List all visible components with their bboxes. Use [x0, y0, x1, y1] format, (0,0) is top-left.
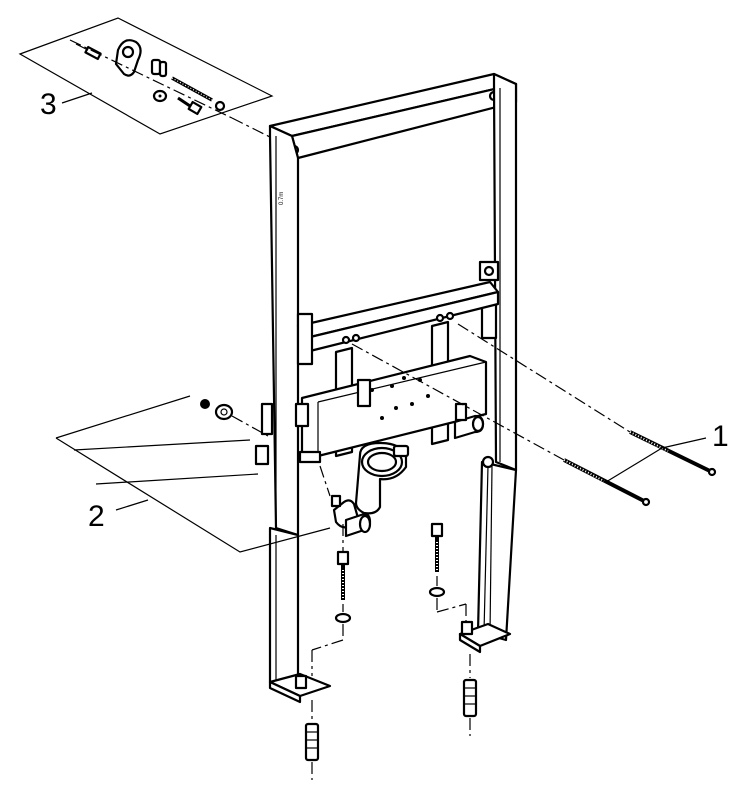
frame-marking: 0.7m — [279, 192, 285, 205]
callout-3-label: 3 — [40, 88, 57, 121]
detail-panel-2: 2 — [55, 395, 331, 553]
bracket-washer — [152, 89, 168, 103]
threaded-rod-lower — [563, 458, 651, 507]
wall-bracket-part — [114, 39, 168, 78]
right-foot-plate — [458, 620, 512, 654]
bracket-nut — [214, 100, 226, 112]
bracket-bolt — [177, 96, 203, 116]
callout-2-label: 2 — [88, 500, 105, 533]
water-connector-right — [453, 402, 485, 440]
angle-valve — [330, 494, 372, 538]
installation-frame: 0.7m — [254, 72, 518, 704]
mounting-nut — [200, 399, 210, 409]
detail-panel-3: 3 — [18, 17, 297, 151]
left-foot-plate — [268, 672, 332, 704]
floor-bolt-left — [311, 524, 352, 676]
callout-1-label: 1 — [712, 420, 729, 453]
floor-bolt-right — [428, 522, 467, 626]
bracket-threaded-rod — [171, 76, 213, 102]
mounting-washer — [214, 403, 234, 421]
water-connector-left — [294, 378, 372, 428]
threaded-rod-upper — [629, 430, 717, 477]
waste-pipe-elbow — [354, 441, 410, 515]
bracket-screw-small — [75, 43, 102, 61]
wall-plug-right — [462, 654, 478, 736]
wall-plug-left — [304, 700, 320, 780]
